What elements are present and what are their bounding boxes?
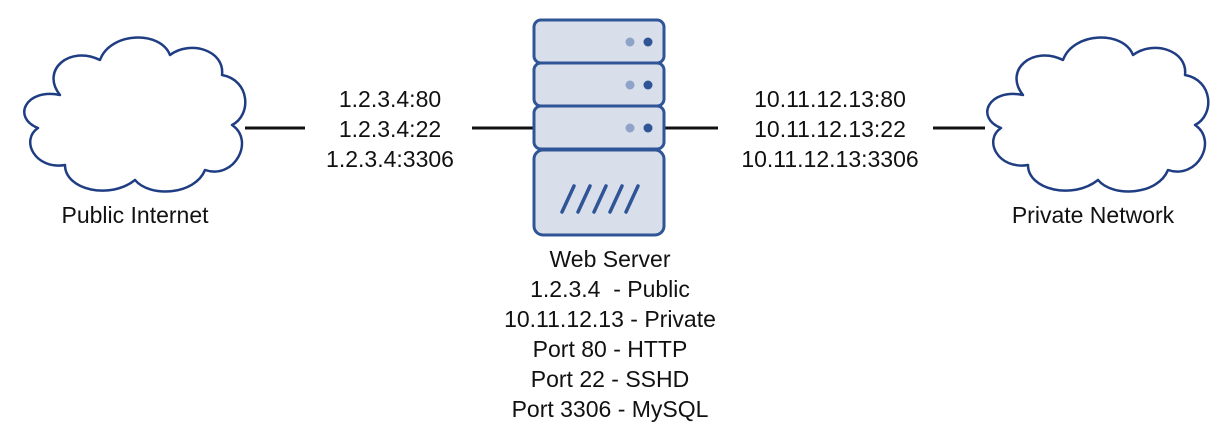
cloud-icon [986, 36, 1210, 193]
server-port-ssh: Port 22 - SSHD [530, 366, 690, 392]
public-address-http: 1.2.3.4:80 [338, 86, 442, 112]
private-address-http: 10.11.12.13:80 [754, 86, 906, 112]
public-address-mysql: 1.2.3.4:3306 [326, 146, 454, 172]
server-private-ip: 10.11.12.13 - Private [504, 306, 716, 332]
server-title: Web Server [549, 246, 671, 272]
server-icon [532, 18, 666, 237]
server-info: Web Server 1.2.3.4 - Public 10.11.12.13 … [440, 244, 780, 424]
private-address-mysql: 10.11.12.13:3306 [741, 146, 919, 172]
private-address-list: 10.11.12.13:80 10.11.12.13:22 10.11.12.1… [700, 84, 960, 174]
server-public-ip: 1.2.3.4 - Public [530, 276, 690, 302]
private-address-ssh: 10.11.12.13:22 [754, 116, 906, 142]
public-address-ssh: 1.2.3.4:22 [338, 116, 442, 142]
cloud-icon [23, 36, 247, 193]
server-port-http: Port 80 - HTTP [532, 336, 688, 362]
public-address-list: 1.2.3.4:80 1.2.3.4:22 1.2.3.4:3306 [290, 84, 490, 174]
server-port-mysql: Port 3306 - MySQL [511, 396, 709, 422]
private-network-label: Private Network [1011, 202, 1175, 228]
public-internet-label: Public Internet [61, 202, 209, 228]
